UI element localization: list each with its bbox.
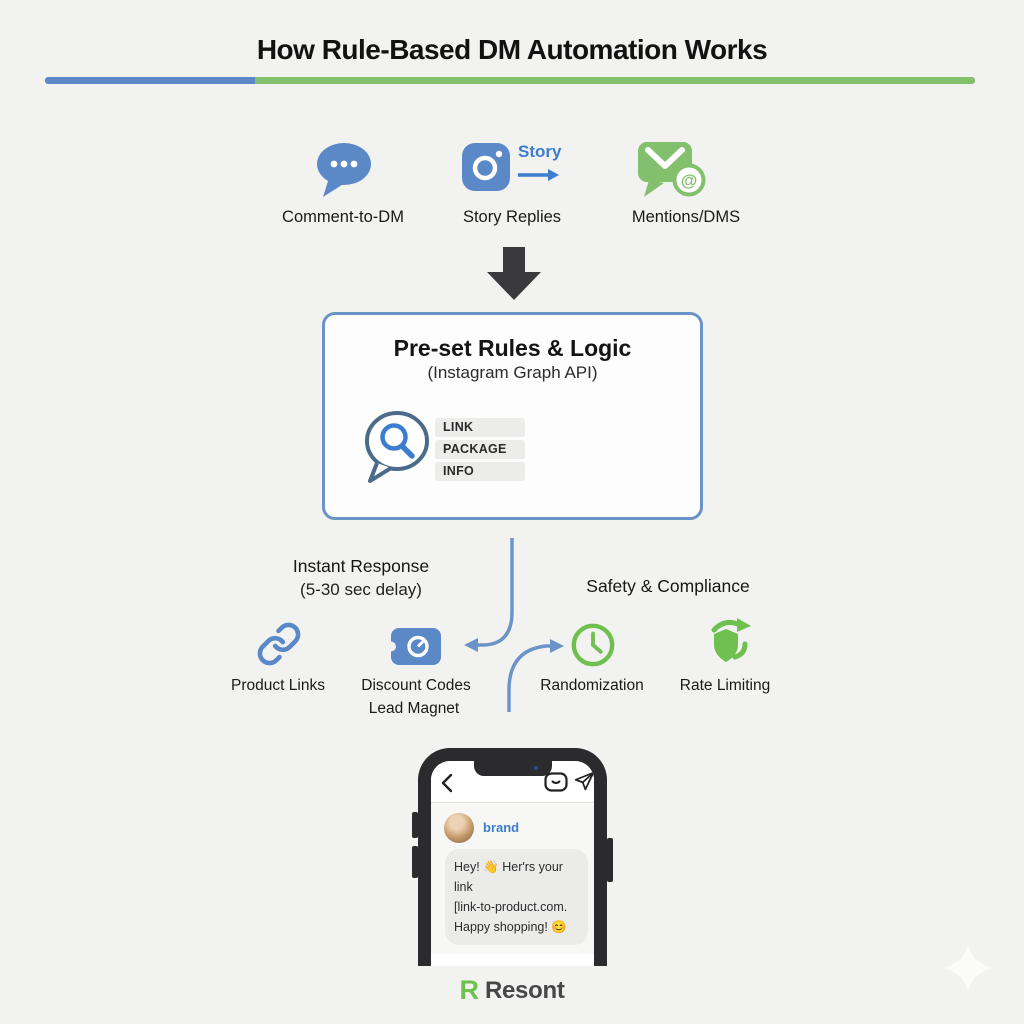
phone-volume-button [412, 812, 418, 838]
phone-volume-button-2 [412, 846, 418, 878]
safety-compliance-title: Safety & Compliance [586, 576, 750, 596]
keyword-tag-link: LINK [435, 418, 525, 437]
story-arrow-icon [518, 168, 560, 182]
trigger-label-story-replies: Story Replies [462, 208, 562, 226]
title-divider [45, 77, 975, 84]
dm-message-line-1: Hey! 👋 Her'rs your link [454, 860, 563, 894]
trigger-label-mentions-dms: Mentions/DMS [631, 208, 741, 226]
shield-refresh-icon [698, 618, 754, 670]
phone-camera-dot [533, 766, 538, 770]
output-label-lead-magnet: Lead Magnet [368, 700, 460, 717]
phone-power-button [607, 838, 613, 882]
output-label-randomization: Randomization [540, 677, 644, 694]
rules-box-title: Pre-set Rules & Logic [393, 335, 632, 361]
trigger-label-comment-to-dm: Comment-to-DM [282, 208, 404, 226]
brand-username: brand [483, 820, 520, 835]
phone-notch [473, 761, 552, 776]
rules-box-subtitle: (Instagram Graph API) [427, 363, 598, 382]
phone-mockup: brand Hey! 👋 Her'rs your link [link-to-p… [418, 748, 607, 966]
chain-link-icon [256, 621, 302, 667]
send-plane-icon [574, 771, 594, 791]
resont-logo-text: Resont [484, 976, 565, 1004]
dm-message-bubble: Hey! 👋 Her'rs your link [link-to-product… [445, 849, 588, 945]
divider-blue-segment [45, 77, 255, 84]
keyword-search-bubble-icon [361, 408, 435, 486]
output-label-product-links: Product Links [231, 677, 325, 694]
discount-ticket-icon [386, 628, 441, 665]
dm-message-line-3: Happy shopping! 😊 [454, 920, 567, 934]
video-call-icon [544, 772, 568, 792]
instant-response-subtitle: (5-30 sec delay) [300, 580, 422, 599]
instagram-icon [462, 143, 510, 191]
footer-logo: R Resont [0, 975, 1024, 1006]
dm-chat-area: brand Hey! 👋 Her'rs your link [link-to-p… [431, 803, 594, 954]
back-chevron-icon [441, 773, 453, 793]
divider-green-segment [255, 77, 975, 84]
sparkle-icon [943, 943, 993, 993]
resont-logo-icon: R [459, 975, 479, 1005]
clock-icon [570, 622, 616, 668]
page-title: How Rule-Based DM Automation Works [256, 34, 768, 65]
svg-text:@: @ [681, 171, 698, 190]
down-arrow-icon [485, 247, 543, 301]
dm-message-line-2: [link-to-product.com. [454, 900, 568, 914]
story-annotation: Story [518, 142, 562, 161]
brand-avatar [444, 813, 474, 843]
output-label-discount-codes: Discount Codes [361, 677, 471, 694]
keyword-tag-package: PACKAGE [435, 440, 525, 459]
instant-response-title: Instant Response [292, 556, 430, 576]
keyword-tag-info: INFO [435, 462, 525, 481]
comment-to-dm-icon [311, 140, 377, 200]
rules-box: Pre-set Rules & Logic (Instagram Graph A… [322, 312, 703, 520]
output-label-rate-limiting: Rate Limiting [679, 677, 771, 694]
mentions-dm-icon: @ [636, 140, 716, 202]
